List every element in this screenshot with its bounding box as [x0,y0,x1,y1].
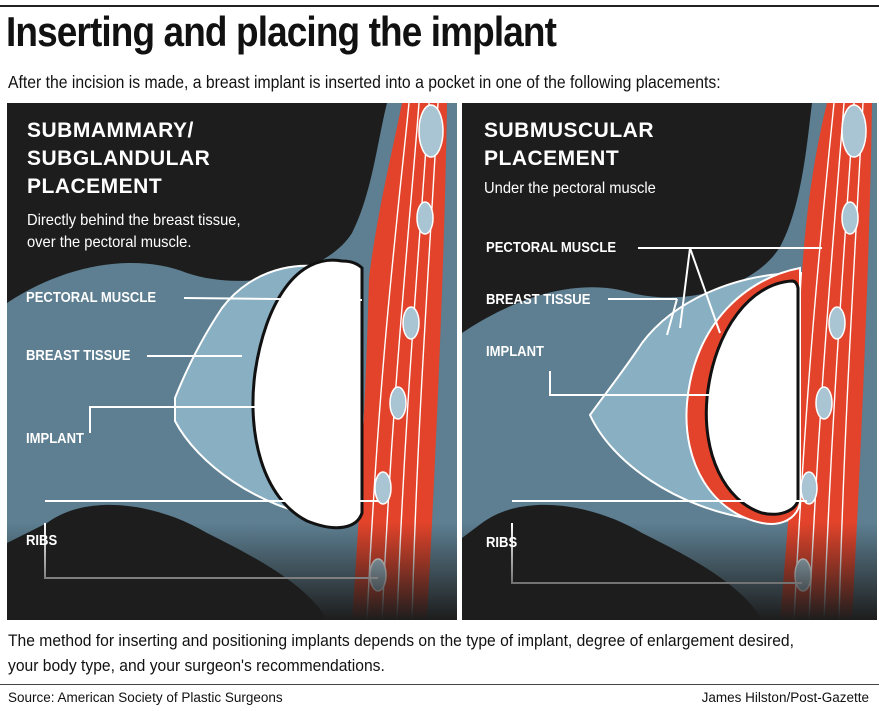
caption-text: The method for inserting and positioning… [8,631,794,675]
label-pectoral-muscle: PECTORAL MUSCLE [26,290,157,306]
page-subtitle: After the incision is made, a breast imp… [8,72,721,92]
submammary-panel: SUBMAMMARY/ SUBGLANDULAR PLACEMENT Direc… [7,103,457,620]
label-breast-tissue: BREAST TISSUE [486,292,591,308]
label-pectoral-muscle: PECTORAL MUSCLE [486,240,617,256]
label-implant: IMPLANT [486,344,544,360]
label-implant: IMPLANT [26,431,84,447]
artist-credit: James Hilston/Post-Gazette [701,690,869,705]
submuscular-panel: SUBMUSCULAR PLACEMENT Under the pectoral… [462,103,877,620]
submammary-description: Directly behind the breast tissue, over … [27,212,241,251]
label-ribs: RIBS [486,535,518,551]
label-ribs: RIBS [26,533,58,549]
top-rule [0,5,879,7]
submuscular-illustration [462,103,877,620]
bottom-rule [0,684,879,685]
label-breast-tissue: BREAST TISSUE [26,348,131,364]
submammary-illustration [7,103,457,620]
implant-shape [251,258,364,530]
submuscular-description: Under the pectoral muscle [484,180,656,197]
implant-shape [704,279,800,516]
submuscular-heading: SUBMUSCULAR PLACEMENT [484,119,654,170]
submammary-heading: SUBMAMMARY/ SUBGLANDULAR PLACEMENT [27,119,211,198]
page-title: Inserting and placing the implant [6,8,557,55]
source-credit: Source: American Society of Plastic Surg… [8,690,283,705]
